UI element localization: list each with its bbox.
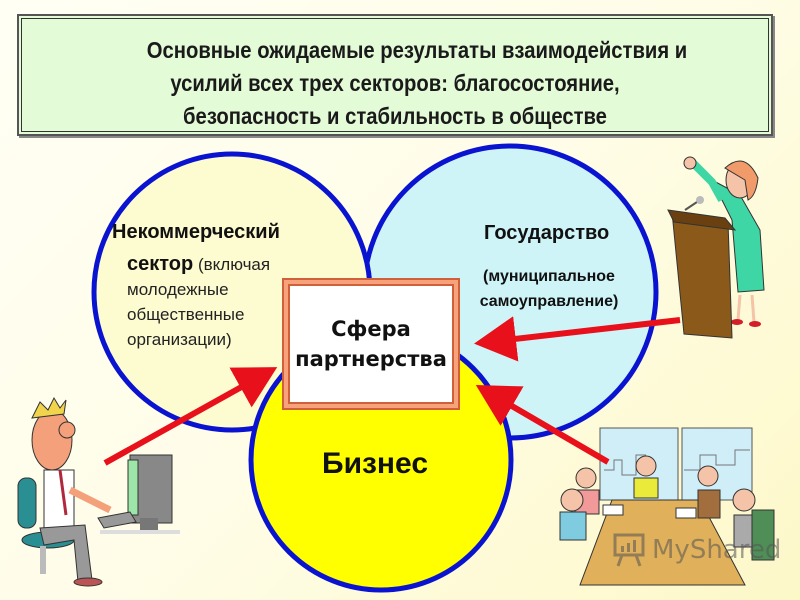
partnership-box: Сфера партнерства [284,280,458,408]
presentation-board-icon [613,533,645,567]
state-sub-1: (муниципальное [483,268,615,285]
nonprofit-sub-4: организации) [127,330,232,349]
nonprofit-sub-2: молодежные [127,280,229,299]
title-line-2: усилий всех трех секторов: благосостояни… [170,70,620,96]
title-line-1: Основные ожидаемые результаты взаимодейс… [146,37,688,63]
meeting-illustration [559,427,775,586]
title-line-3: безопасность и стабильность в обществе [183,103,607,129]
state-subtitle: (муниципальное самоуправление) [466,264,632,314]
arrow-business-person-to-partnership [103,367,278,466]
partnership-label: Сфера партнерства [288,314,454,374]
nonprofit-sub-3: общественные [127,305,245,324]
watermark: MyShared [612,532,781,568]
state-sub-2: самоуправление) [479,293,619,310]
page-title: Основные ожидаемые результаты взаимодейс… [64,34,726,133]
nonprofit-title: Некоммерческий [112,221,280,243]
nonprofit-subtitle: сектор (включая молодежные общественные … [127,252,270,352]
nonprofit-sub-1: (включая [193,255,271,274]
partnership-line-2: партнерства [295,347,447,371]
arrow-meeting-to-partnership [475,384,610,465]
business-title: Бизнес [322,447,429,480]
man-at-computer-illustration [17,396,180,587]
title-box: Основные ожидаемые результаты взаимодейс… [17,14,773,136]
nonprofit-sub-bold: сектор [127,253,194,275]
watermark-text: MyShared [652,535,782,565]
woman-at-podium-illustration [667,156,765,339]
state-title: Государство [484,222,610,244]
arrow-state-to-partnership [474,316,681,362]
partnership-line-1: Сфера [331,317,411,341]
